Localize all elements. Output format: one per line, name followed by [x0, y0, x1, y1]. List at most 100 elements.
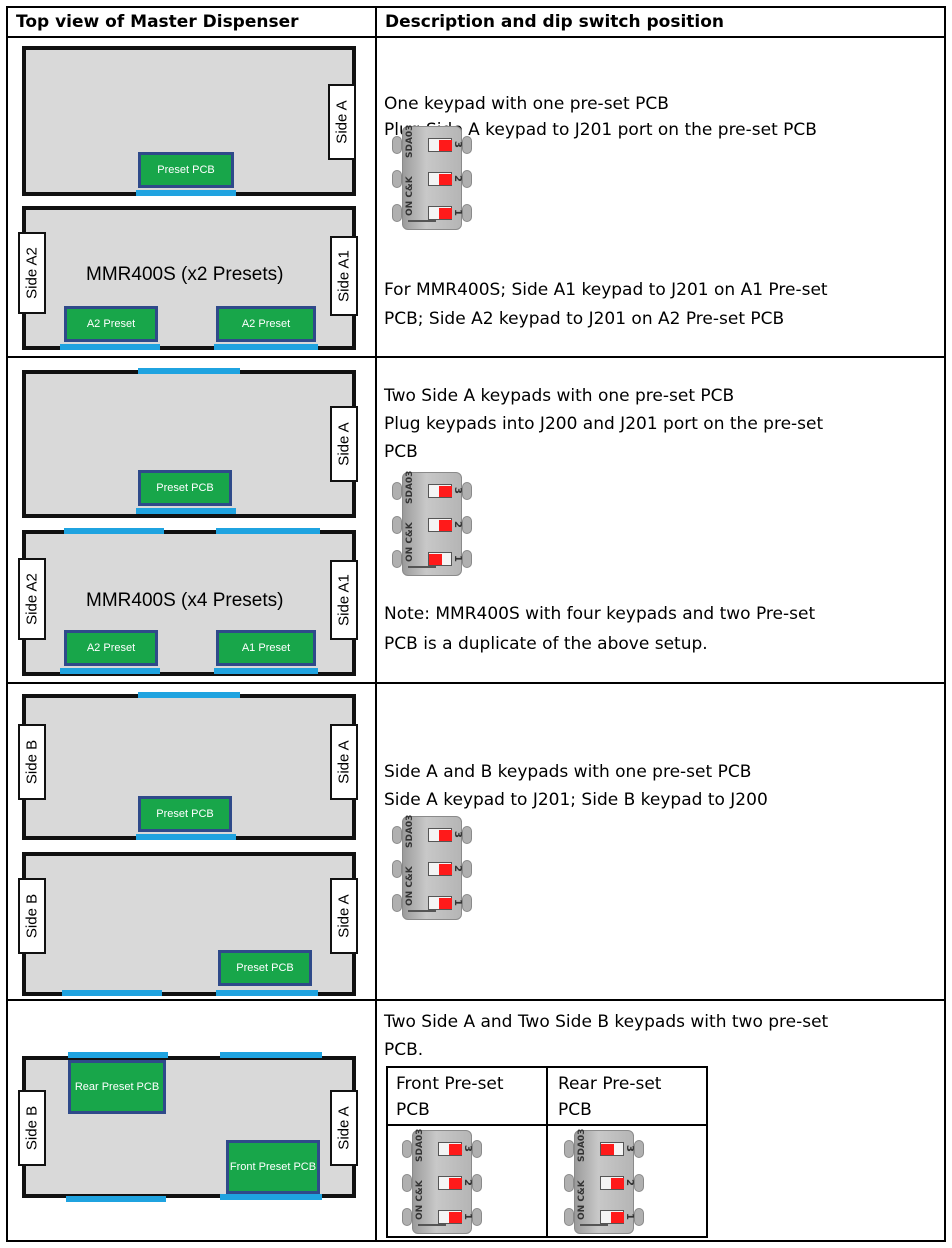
- dip-model-label: SDA03: [405, 470, 415, 504]
- table-border-top: [6, 6, 946, 8]
- row-divider-2: [6, 682, 946, 684]
- dip-switch-knob: [439, 140, 452, 151]
- row-2-note: Note: MMR400S with four keypads and two …: [384, 604, 816, 624]
- row-4-title: Two Side A and Two Side B keypads with t…: [384, 1012, 829, 1032]
- model-label: MMR400S (x4 Presets): [86, 590, 284, 611]
- dip-switch-tab: [472, 1140, 482, 1158]
- column-divider: [375, 6, 377, 1242]
- keypad-port: [214, 344, 318, 350]
- dip-switch-knob: [439, 520, 452, 531]
- dip-switch-tab: [462, 482, 472, 500]
- dip-model-label: SDA03: [405, 124, 415, 158]
- row-1-instruction: Plug Side A keypad to J201 port on the p…: [384, 120, 817, 140]
- row-1-title: One keypad with one pre-set PCB: [384, 94, 669, 114]
- keypad-port: [138, 692, 240, 698]
- dip-switch-slot: [600, 1210, 624, 1224]
- dip-switch-tab: [462, 826, 472, 844]
- dip-switch-tab: [392, 894, 402, 912]
- side-a-label: Side A: [330, 406, 358, 482]
- dip-switch-number: 1: [623, 1213, 635, 1220]
- row-divider-3: [6, 999, 946, 1001]
- dip-switch-knob: [611, 1178, 624, 1189]
- keypad-port: [136, 508, 236, 514]
- dip-brand-label: ON C&K: [405, 866, 415, 906]
- header-dispenser-view: Top view of Master Dispenser: [16, 12, 299, 32]
- dip-brand-label: ON C&K: [577, 1180, 587, 1220]
- dip-switch-tab: [402, 1140, 412, 1158]
- dip-switch-tab: [392, 516, 402, 534]
- row-2-instruction-cont: PCB: [384, 442, 418, 462]
- model-label: MMR400S (x2 Presets): [86, 264, 284, 285]
- dip-switch-slot: [600, 1142, 624, 1156]
- side-b-label: Side B: [18, 1090, 46, 1166]
- dip-switch-slot: [428, 828, 452, 842]
- dip-switch-tab: [472, 1174, 482, 1192]
- dip-switch-tab: [462, 860, 472, 878]
- keypad-port: [216, 528, 320, 534]
- a2-preset-pcb: A2 Preset: [64, 306, 158, 342]
- keypad-port: [66, 1196, 166, 1202]
- table-border-right: [944, 6, 946, 1242]
- keypad-port: [136, 834, 236, 840]
- dip-switch-number: 2: [451, 865, 463, 872]
- dip-switch-number: 3: [461, 1145, 473, 1152]
- rear-preset-label-cont: PCB: [558, 1100, 592, 1120]
- side-a2-label: Side A2: [18, 232, 46, 314]
- dip-switch-tab: [462, 894, 472, 912]
- dip-switch-knob: [449, 1212, 462, 1223]
- preset-dip-table-hline: [386, 1124, 708, 1126]
- dip-switch-tab: [402, 1174, 412, 1192]
- dip-model-label: SDA03: [405, 814, 415, 848]
- dip-switch-number: 2: [623, 1179, 635, 1186]
- dip-on-arrow: [408, 566, 436, 568]
- dip-switch-slot: [600, 1176, 624, 1190]
- dip-switch-knob: [449, 1144, 462, 1155]
- dip-switch-knob: [449, 1178, 462, 1189]
- dip-switch-tab: [472, 1208, 482, 1226]
- side-b-label: Side B: [18, 878, 46, 954]
- dip-switch-knob: [601, 1144, 614, 1155]
- side-a-label: Side A: [330, 1090, 358, 1166]
- row-2-instruction: Plug keypads into J200 and J201 port on …: [384, 414, 824, 434]
- header-description: Description and dip switch position: [385, 12, 725, 32]
- dip-switch-knob: [439, 830, 452, 841]
- dip-switch-number: 2: [451, 175, 463, 182]
- dip-switch-slot: [428, 138, 452, 152]
- keypad-port: [60, 344, 160, 350]
- a2-preset-pcb: A2 Preset: [216, 306, 316, 342]
- keypad-port: [60, 668, 160, 674]
- dip-switch-tab: [564, 1208, 574, 1226]
- table-border-left: [6, 6, 8, 1242]
- dip-on-arrow: [418, 1224, 446, 1226]
- row-3-title: Side A and B keypads with one pre-set PC…: [384, 762, 752, 782]
- side-a-label: Side A: [328, 84, 356, 160]
- side-a1-label: Side A1: [330, 236, 358, 316]
- keypad-port: [136, 190, 236, 196]
- dip-on-arrow: [408, 220, 436, 222]
- dip-switch-tab: [462, 170, 472, 188]
- dip-switch-number: 1: [461, 1213, 473, 1220]
- dip-switch-knob: [611, 1212, 624, 1223]
- dip-switch-tab: [564, 1140, 574, 1158]
- dip-model-label: SDA03: [577, 1128, 587, 1162]
- preset-pcb: Preset PCB: [138, 796, 232, 832]
- row-1-note: For MMR400S; Side A1 keypad to J201 on A…: [384, 280, 828, 300]
- front-preset-label: Front Pre-set: [396, 1074, 504, 1094]
- side-b-label: Side B: [18, 724, 46, 800]
- dip-switch-tab: [462, 516, 472, 534]
- keypad-port: [62, 990, 162, 996]
- keypad-port: [214, 668, 318, 674]
- dip-switch-tab: [392, 136, 402, 154]
- dip-switch-tab: [462, 204, 472, 222]
- preset-pcb: Preset PCB: [138, 470, 232, 506]
- dip-switch-tab: [392, 550, 402, 568]
- dip-switch-tab: [634, 1208, 644, 1226]
- dip-switch-slot: [428, 484, 452, 498]
- dip-switch-slot: [428, 172, 452, 186]
- dip-switch-slot: [438, 1142, 462, 1156]
- dip-switch-knob: [439, 864, 452, 875]
- preset-dip-table-divider: [546, 1066, 548, 1238]
